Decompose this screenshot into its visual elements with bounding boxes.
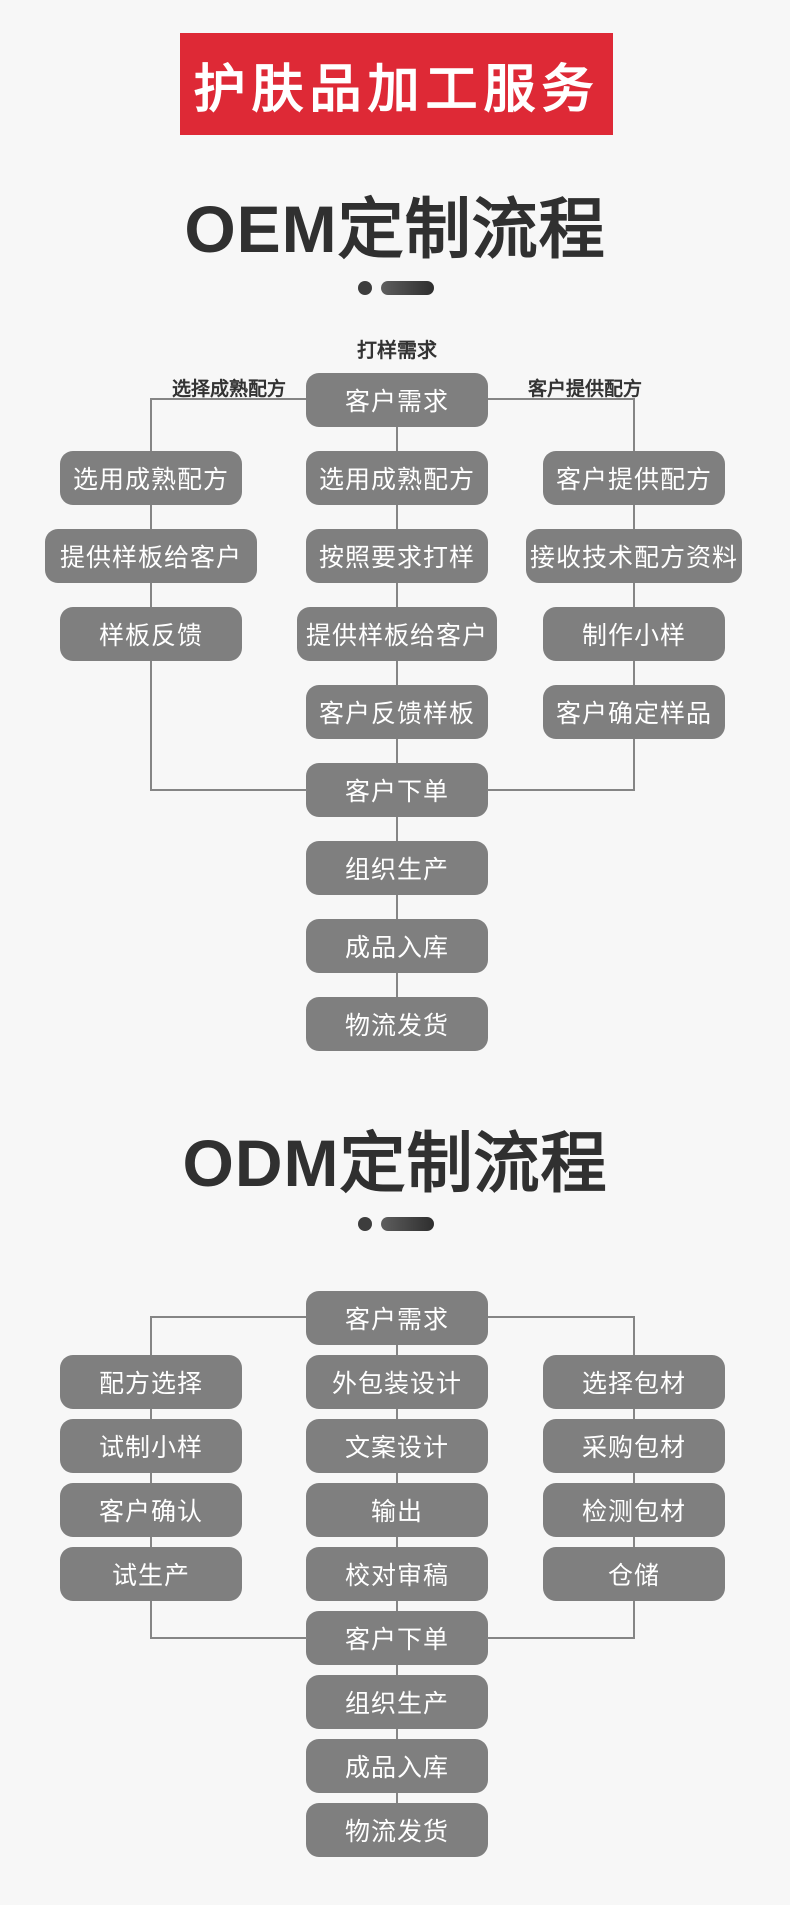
connector-line <box>150 583 152 607</box>
connector-line <box>396 1793 398 1803</box>
odm-divider <box>358 1217 434 1231</box>
flow-box: 接收技术配方资料 <box>526 529 742 583</box>
connector-line <box>396 1409 398 1419</box>
oem-top-label: 打样需求 <box>357 340 437 362</box>
connector-line <box>150 1537 152 1547</box>
flow-box: 成品入库 <box>306 919 488 973</box>
flow-box: 客户确认 <box>60 1483 242 1537</box>
connector-line <box>396 583 398 607</box>
connector-line <box>150 1637 307 1639</box>
header-banner: 护肤品加工服务 <box>180 33 613 135</box>
flow-box: 选择包材 <box>543 1355 725 1409</box>
connector-line <box>150 661 152 791</box>
connector-line <box>150 398 152 451</box>
oem-section-title: OEM定制流程 <box>184 192 606 266</box>
flow-box: 配方选择 <box>60 1355 242 1409</box>
connector-line <box>150 1409 152 1419</box>
connector-line <box>396 1601 398 1611</box>
divider-dot <box>358 281 372 295</box>
connector-line <box>488 398 634 400</box>
flow-box: 客户下单 <box>306 1611 488 1665</box>
divider-dot <box>358 1217 372 1231</box>
connector-line <box>151 1316 306 1318</box>
flow-box: 提供样板给客户 <box>45 529 257 583</box>
connector-line <box>396 817 398 841</box>
flow-box: 文案设计 <box>306 1419 488 1473</box>
flow-box-oem-root: 客户需求 <box>306 373 488 427</box>
connector-line <box>633 1473 635 1483</box>
flow-box: 按照要求打样 <box>306 529 488 583</box>
odm-section-title: ODM定制流程 <box>182 1126 608 1200</box>
flow-box: 检测包材 <box>543 1483 725 1537</box>
connector-line <box>396 1345 398 1355</box>
flow-box: 制作小样 <box>543 607 725 661</box>
connector-line <box>150 1316 152 1355</box>
flow-box: 选用成熟配方 <box>60 451 242 505</box>
flow-box: 外包装设计 <box>306 1355 488 1409</box>
connector-line <box>396 1729 398 1739</box>
flow-box: 采购包材 <box>543 1419 725 1473</box>
flow-box: 客户提供配方 <box>543 451 725 505</box>
flow-box: 样板反馈 <box>60 607 242 661</box>
connector-line <box>396 895 398 919</box>
flow-box: 提供样板给客户 <box>297 607 497 661</box>
flow-box: 组织生产 <box>306 1675 488 1729</box>
flow-box: 客户确定样品 <box>543 685 725 739</box>
connector-line <box>633 583 635 607</box>
flow-box: 输出 <box>306 1483 488 1537</box>
connector-line <box>633 739 635 791</box>
flow-box: 选用成熟配方 <box>306 451 488 505</box>
connector-line <box>150 789 307 791</box>
connector-line <box>633 1409 635 1419</box>
connector-line <box>487 789 635 791</box>
connector-line <box>633 398 635 451</box>
banner-title: 护肤品加工服务 <box>193 60 600 119</box>
flow-box: 客户下单 <box>306 763 488 817</box>
connector-line <box>396 739 398 763</box>
connector-line <box>396 427 398 451</box>
connector-line <box>151 398 306 400</box>
connector-line <box>150 1601 152 1639</box>
connector-line <box>488 1316 634 1318</box>
connector-line <box>396 505 398 529</box>
flow-box: 物流发货 <box>306 1803 488 1857</box>
flow-box: 成品入库 <box>306 1739 488 1793</box>
flow-box: 校对审稿 <box>306 1547 488 1601</box>
connector-line <box>633 1601 635 1639</box>
connector-line <box>633 1316 635 1355</box>
connector-line <box>633 505 635 529</box>
oem-left-branch-label: 选择成熟配方 <box>171 379 286 400</box>
connector-line <box>150 505 152 529</box>
connector-line <box>396 973 398 997</box>
connector-line <box>633 661 635 685</box>
oem-right-branch-label: 客户提供配方 <box>527 379 642 400</box>
connector-line <box>396 1537 398 1547</box>
flow-box: 试制小样 <box>60 1419 242 1473</box>
connector-line <box>487 1637 635 1639</box>
divider-dash <box>381 1217 434 1231</box>
connector-line <box>633 1537 635 1547</box>
connector-line <box>396 1665 398 1675</box>
flow-box: 仓储 <box>543 1547 725 1601</box>
flow-box-odm-root: 客户需求 <box>306 1291 488 1345</box>
oem-divider <box>358 281 434 295</box>
flow-box: 物流发货 <box>306 997 488 1051</box>
connector-line <box>396 1473 398 1483</box>
divider-dash <box>381 281 434 295</box>
connector-line <box>396 661 398 685</box>
connector-line <box>150 1473 152 1483</box>
flow-box: 客户反馈样板 <box>306 685 488 739</box>
flow-box: 组织生产 <box>306 841 488 895</box>
flow-box: 试生产 <box>60 1547 242 1601</box>
